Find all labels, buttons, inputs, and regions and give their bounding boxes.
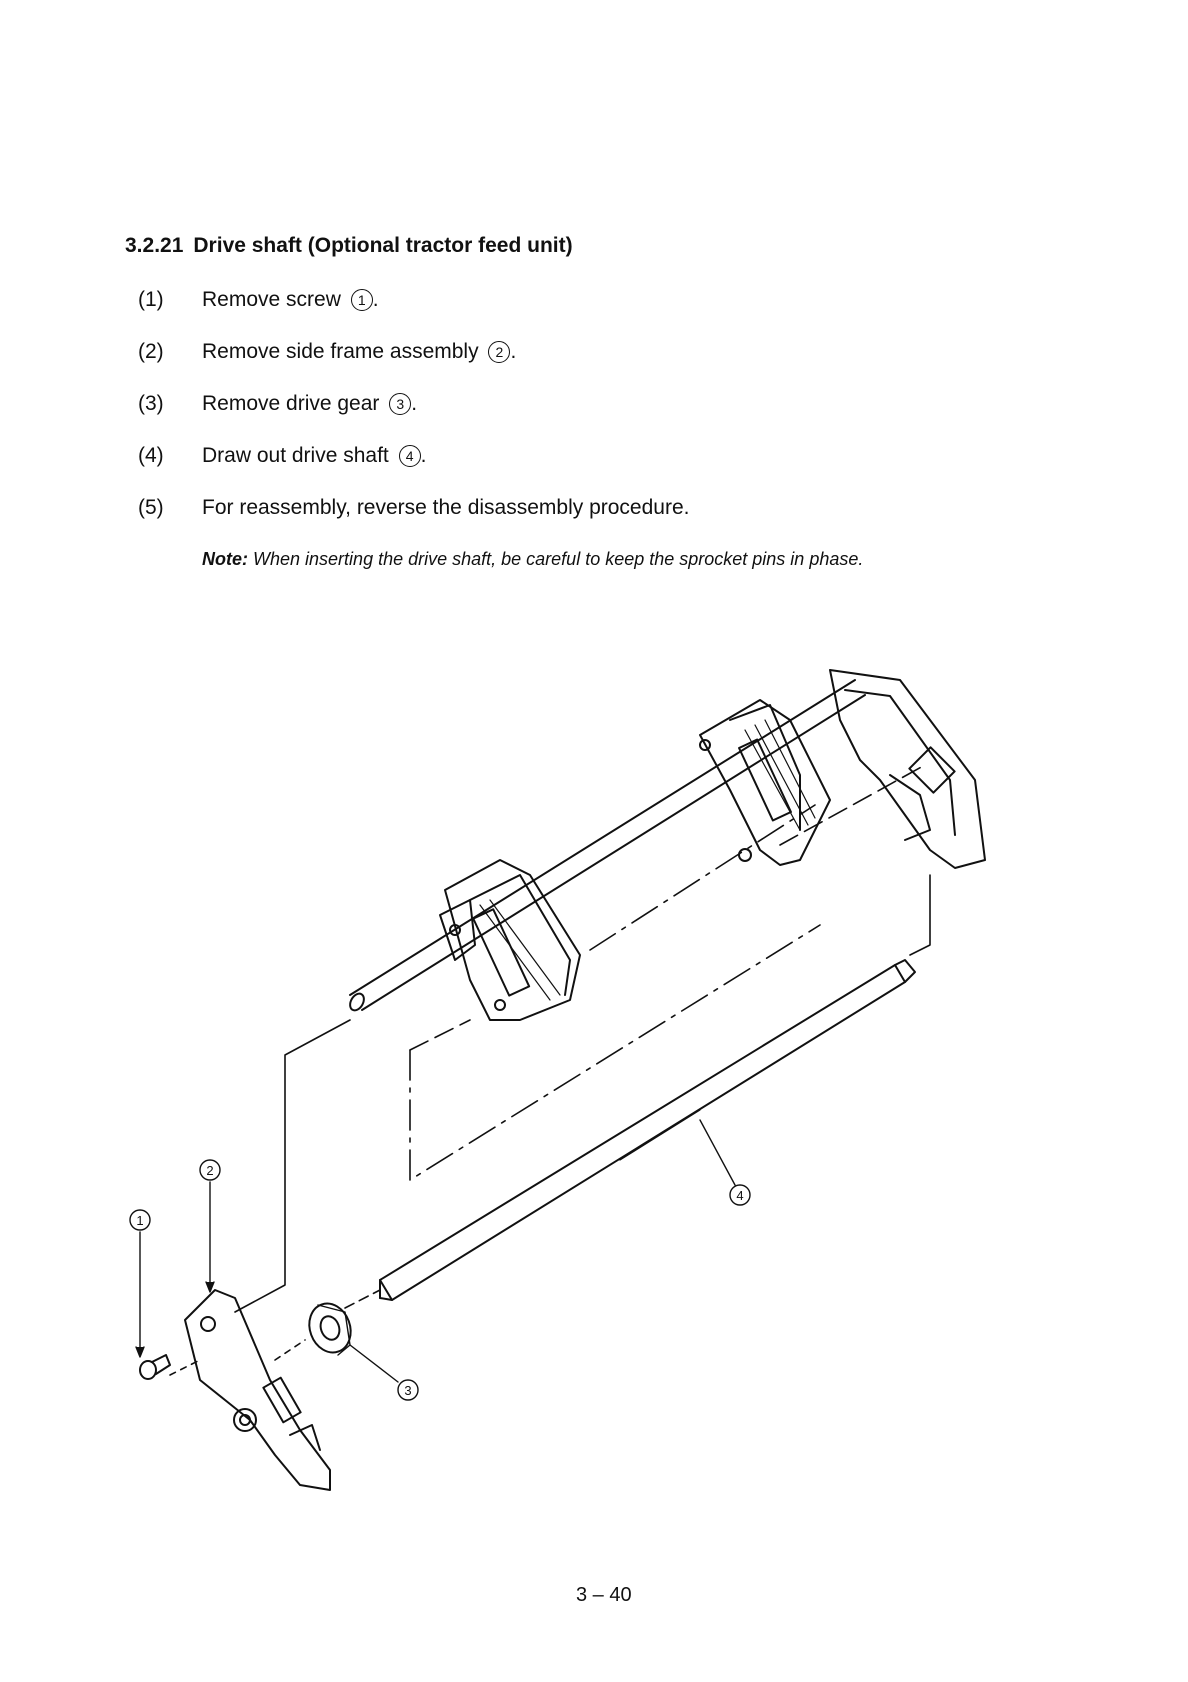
callout-1: 1 (129, 1209, 151, 1231)
callout-2-label: 2 (206, 1163, 213, 1178)
callout-4-label: 4 (736, 1188, 743, 1203)
step-number: (1) (138, 288, 164, 311)
callout-2: 2 (199, 1159, 221, 1181)
left-tractor (439, 859, 581, 1021)
step-text: Remove screw (202, 288, 341, 311)
exploded-view-diagram: 1 2 3 4 (129, 669, 986, 1491)
step-number: (5) (138, 496, 164, 519)
note-label: Note: (202, 549, 248, 569)
ref-circle: 2 (488, 341, 511, 363)
step-4: (4) Draw out drive shaft 4. (138, 444, 426, 468)
left-side-frame (184, 1289, 331, 1491)
page-number: 3 – 40 (576, 1584, 632, 1606)
note: Note: When inserting the drive shaft, be… (202, 549, 863, 570)
right-tractor (699, 699, 831, 866)
upper-shaft (349, 679, 866, 1012)
ref-circle: 3 (389, 393, 412, 415)
ref-circle: 4 (398, 445, 421, 467)
step-number: (2) (138, 340, 164, 363)
step-text: Remove side frame assembly (202, 340, 479, 363)
section-heading: 3.2.21 Drive shaft (Optional tractor feed… (125, 234, 573, 258)
step-3: (3) Remove drive gear 3. (138, 392, 417, 416)
step-1: (1) Remove screw 1. (138, 288, 379, 312)
callout-4: 4 (729, 1184, 751, 1206)
step-tail: . (411, 392, 418, 415)
leader-lines (135, 1119, 736, 1383)
step-2: (2) Remove side frame assembly 2. (138, 340, 516, 364)
step-text: Draw out drive shaft (202, 444, 389, 467)
step-tail: . (420, 444, 427, 467)
callout-3-label: 3 (404, 1383, 411, 1398)
section-number: 3.2.21 (125, 234, 184, 257)
step-number: (3) (138, 392, 164, 415)
step-text: Remove drive gear (202, 392, 380, 415)
screw (139, 1354, 171, 1380)
step-number: (4) (138, 444, 164, 467)
section-title: Drive shaft (Optional tractor feed unit) (193, 234, 573, 257)
callout-3: 3 (397, 1379, 419, 1401)
callout-1-label: 1 (136, 1213, 143, 1228)
step-5: (5) For reassembly, reverse the disassemb… (138, 496, 689, 520)
drive-shaft (379, 959, 916, 1301)
step-tail: . (510, 340, 517, 363)
step-text: For reassembly, reverse the disassembly … (202, 496, 690, 519)
ref-circle: 1 (350, 289, 373, 311)
step-tail: . (372, 288, 379, 311)
drive-gear (308, 1302, 352, 1356)
assembly-guide-lines (169, 764, 931, 1376)
note-text: When inserting the drive shaft, be caref… (253, 549, 864, 569)
right-side-frame (829, 669, 986, 869)
